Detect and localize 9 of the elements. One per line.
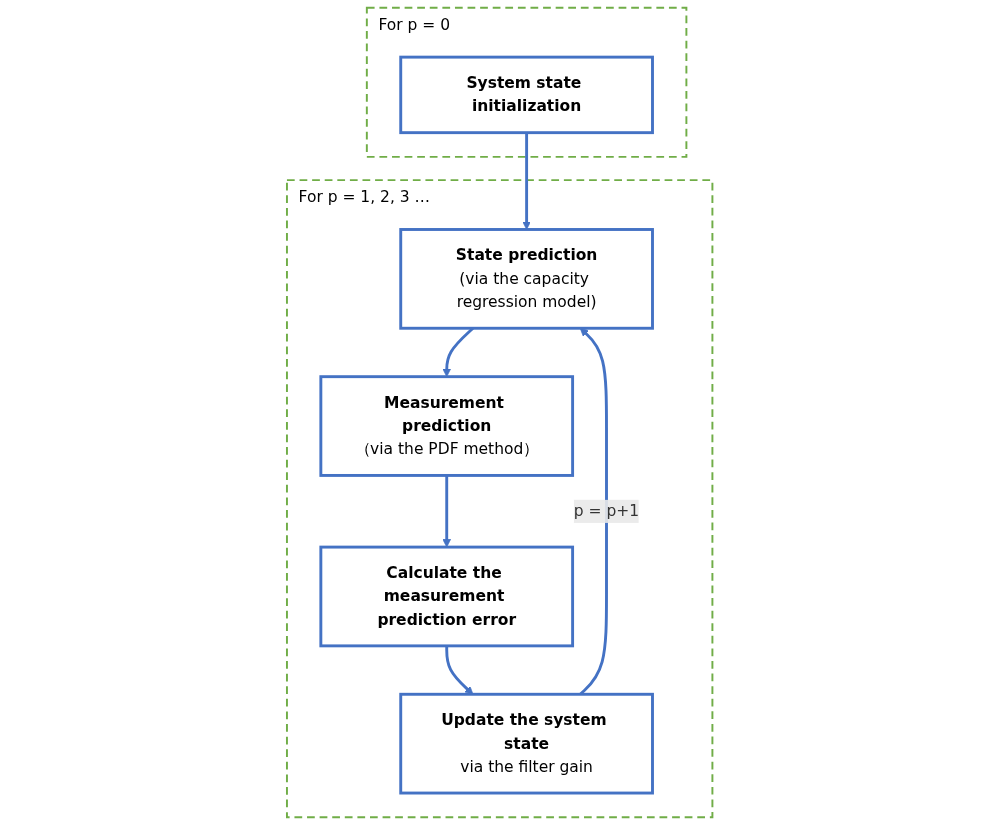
node-box: System state initialization: [399, 55, 655, 135]
node-box: State prediction (via the capacity regression model): [399, 228, 655, 330]
arrow: [442, 475, 452, 548]
node-box: Measurement prediction （via the PDF method）: [319, 375, 575, 477]
node-box: Calculate the measurement prediction error: [319, 545, 575, 648]
edge-label: p = p+1: [574, 501, 640, 520]
arrow: [522, 132, 532, 230]
arrow: [445, 645, 474, 695]
node-box: Update the system state via the filter gain: [399, 692, 655, 795]
